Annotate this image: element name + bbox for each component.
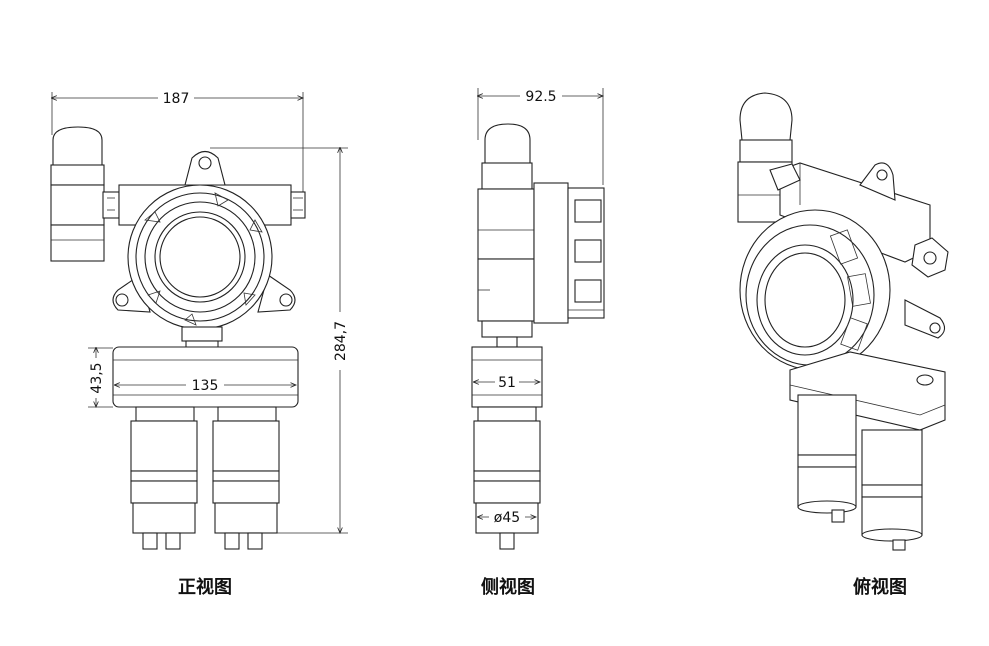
front-height-label: 284,7 <box>333 321 349 361</box>
front-view: 187 284,7 <box>50 90 349 598</box>
beacon-lamp <box>50 126 105 262</box>
side-box-width-dimension: 51 <box>474 374 540 391</box>
box-width-dimension: 135 <box>115 377 296 394</box>
iso-probe-left <box>797 394 857 523</box>
side-diameter-label: ø45 <box>494 510 520 526</box>
side-view-caption: 侧视图 <box>481 576 535 598</box>
sensor-housing <box>127 184 273 330</box>
front-height-dimension: 284,7 <box>210 148 349 533</box>
front-width-dimension: 187 <box>52 90 303 195</box>
side-width-dimension: 92.5 <box>478 88 603 185</box>
box-height-dimension: 43,5 <box>88 348 113 407</box>
box-height-label: 43,5 <box>89 362 105 393</box>
side-diameter-dimension: ø45 <box>478 509 536 526</box>
front-width-label: 187 <box>163 91 190 107</box>
side-view: 92.5 51 <box>471 88 605 598</box>
sensor-probe-left <box>130 406 198 550</box>
sensor-probe-right <box>212 406 280 550</box>
box-width-label: 135 <box>192 378 219 394</box>
front-view-caption: 正视图 <box>178 576 232 598</box>
iso-view-caption: 俯视图 <box>853 576 907 598</box>
iso-probe-right <box>861 429 923 551</box>
side-width-label: 92.5 <box>525 89 556 105</box>
housing-neck <box>181 326 223 342</box>
isometric-view: 俯视图 <box>737 92 949 598</box>
side-box-width-label: 51 <box>498 375 516 391</box>
